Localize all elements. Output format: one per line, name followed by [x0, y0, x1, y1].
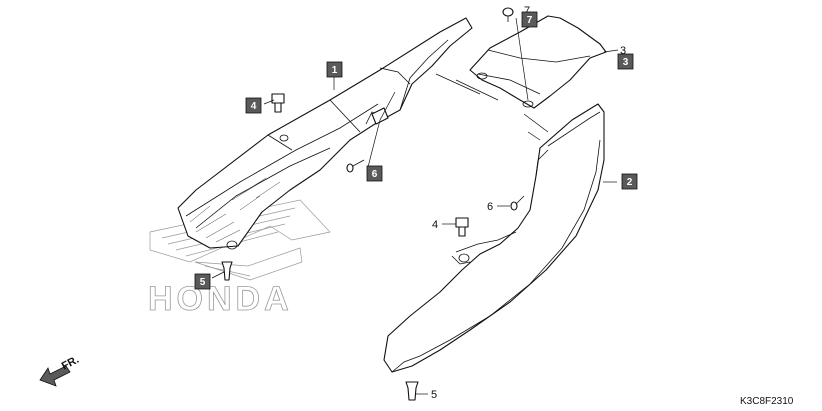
bolt-4-upper — [271, 93, 285, 113]
bolt-4-lower — [455, 217, 469, 237]
svg-text:3: 3 — [623, 57, 629, 68]
callout-7-boxed: 7 — [521, 11, 538, 28]
callout-6-boxed: 6 — [366, 165, 383, 182]
callout-7-plain: 7 — [524, 5, 530, 17]
diagram-code: K3C8F2310 — [740, 396, 794, 407]
callout-5-boxed: 5 — [194, 273, 211, 290]
callout-6-plain: 6 — [487, 201, 493, 213]
callout-4-boxed: 4 — [245, 97, 262, 114]
svg-text:6: 6 — [487, 201, 493, 213]
tail-cover — [469, 15, 607, 109]
callout-3-boxed: 3 — [617, 53, 634, 70]
svg-text:6: 6 — [372, 169, 378, 180]
svg-text:1: 1 — [332, 65, 338, 76]
svg-text:4: 4 — [251, 101, 257, 112]
callout-2: 2 — [621, 173, 638, 190]
front-direction-arrow-icon — [39, 365, 71, 387]
screw-6-upper — [346, 159, 365, 173]
callout-3-plain: 3 — [620, 45, 626, 57]
screw-7 — [502, 7, 514, 22]
svg-text:7: 7 — [524, 5, 530, 17]
front-direction-label: FR. — [60, 354, 81, 373]
rivet-5-lower — [405, 381, 419, 401]
rivet-5-upper — [221, 261, 233, 281]
callout-4-plain: 4 — [432, 219, 438, 231]
right-side-cover — [383, 103, 605, 373]
screw-6-lower — [510, 195, 525, 211]
callout-5-plain: 5 — [431, 389, 437, 401]
svg-text:5: 5 — [200, 277, 206, 288]
honda-watermark-text: HONDA — [148, 280, 293, 318]
svg-text:2: 2 — [627, 177, 633, 188]
svg-text:5: 5 — [431, 389, 437, 401]
callout-1: 1 — [326, 61, 343, 78]
svg-text:4: 4 — [432, 219, 438, 231]
svg-text:3: 3 — [620, 45, 626, 57]
left-side-cover — [177, 17, 473, 250]
svg-text:7: 7 — [527, 15, 533, 26]
